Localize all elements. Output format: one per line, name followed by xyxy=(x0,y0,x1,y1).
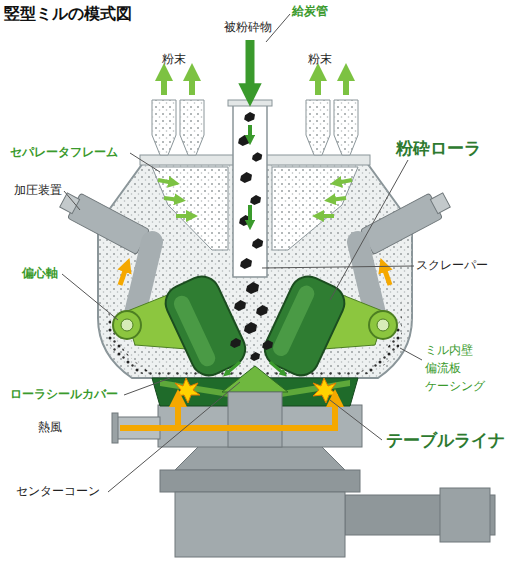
air-inlet xyxy=(112,413,118,443)
outlet-tube xyxy=(180,100,204,155)
separator-cone xyxy=(152,167,228,250)
outlet-tube xyxy=(152,100,176,155)
leader-line xyxy=(330,400,382,440)
eccentric-shaft xyxy=(377,319,389,331)
eccentric-shaft xyxy=(113,311,141,339)
spread-arrow xyxy=(226,362,240,374)
separator-cone xyxy=(272,167,358,250)
eccentric-shaft xyxy=(369,311,397,339)
part-label: 加圧装置 xyxy=(14,183,62,198)
outlet-powder xyxy=(180,100,204,155)
center-shaft xyxy=(228,392,282,447)
powder-arrow xyxy=(343,72,349,95)
pedestal xyxy=(175,445,345,470)
leader-lines xyxy=(62,14,422,492)
coal-piece xyxy=(230,338,241,348)
coal-piece xyxy=(240,258,252,269)
leader-line xyxy=(108,382,240,492)
coal-pieces xyxy=(230,112,273,361)
feed-arrow xyxy=(248,205,252,225)
leader-line xyxy=(64,191,80,210)
hot-air-arrow xyxy=(120,398,335,428)
coal-piece xyxy=(250,352,260,361)
part-label: 粉末 xyxy=(162,52,186,67)
separator-cone xyxy=(152,167,228,250)
coal-piece xyxy=(250,195,261,205)
roller-body xyxy=(259,271,350,382)
part-label: 熱風 xyxy=(38,420,62,435)
coal-piece xyxy=(234,300,246,311)
grinding-roller xyxy=(160,271,251,382)
outlet-powder xyxy=(152,100,176,155)
part-label: 給炭管 xyxy=(292,4,328,19)
part-label: テーブルライナ xyxy=(386,430,505,450)
part-label: セパレータフレーム xyxy=(10,145,118,160)
feed-arrow xyxy=(246,40,255,95)
separator-arrow xyxy=(336,180,352,183)
pressure-rod xyxy=(60,193,80,214)
outlet-tube xyxy=(306,100,330,155)
air-rise-arrow xyxy=(383,265,390,285)
outlet-tube xyxy=(334,100,358,155)
coal-piece xyxy=(244,112,255,122)
pressure-rod xyxy=(430,193,450,214)
leader-line xyxy=(400,348,422,360)
separator-arrow xyxy=(176,214,192,218)
grinding-roller xyxy=(259,271,350,382)
part-label: ケーシング xyxy=(425,379,485,394)
gearbox xyxy=(440,488,490,542)
separator-cone xyxy=(272,167,358,250)
feed-arrow xyxy=(248,125,252,140)
roller-highlight xyxy=(270,283,317,359)
powder-arrow xyxy=(315,72,321,95)
flow-arrows xyxy=(158,40,352,374)
outlet-powder xyxy=(306,100,330,155)
pressure-device xyxy=(57,188,150,255)
coal-piece xyxy=(252,152,262,161)
coal-piece xyxy=(256,305,268,316)
separator-arrow xyxy=(318,214,334,218)
coal-piece xyxy=(246,282,259,294)
coal-piece xyxy=(244,322,257,334)
separator-arrow xyxy=(158,180,174,183)
outlet-powder xyxy=(334,100,358,155)
part-label: 偏流板 xyxy=(425,361,461,376)
feed-pipe-flange xyxy=(228,100,272,106)
pressure-cylinder xyxy=(68,193,150,254)
feed-pipe xyxy=(233,105,267,277)
leader-line xyxy=(62,274,118,320)
leader-line xyxy=(130,153,160,172)
part-label: ローラシールカバー xyxy=(10,387,118,402)
leader-line xyxy=(330,160,408,300)
coal-piece xyxy=(252,238,263,248)
part-label: 粉末 xyxy=(308,52,332,67)
roller-highlight xyxy=(171,293,218,369)
diagram-title: 竪型ミルの模式図 xyxy=(4,4,132,25)
roller-body xyxy=(160,271,251,382)
pedestal xyxy=(160,470,360,492)
powder-arrow xyxy=(189,72,195,95)
powder-arrow xyxy=(161,72,167,95)
leader-line xyxy=(124,378,170,395)
air-rise-arrow xyxy=(120,265,127,285)
spread-arrow xyxy=(270,362,284,374)
part-label: 被粉砕物 xyxy=(224,20,272,35)
coal-piece xyxy=(262,340,273,350)
leader-line xyxy=(262,266,414,268)
part-label: 粉砕ローラ xyxy=(396,138,481,158)
part-label: ミル内壁 xyxy=(425,343,473,358)
separator-arrow xyxy=(164,198,180,200)
hot-air-arrow xyxy=(175,398,181,428)
pedestal xyxy=(175,492,345,557)
part-label: 偏心軸 xyxy=(22,266,58,281)
part-label: スクレーパー xyxy=(416,258,488,273)
separator-arrow xyxy=(330,198,346,200)
eccentric-shaft xyxy=(121,319,133,331)
part-label: センターコーン xyxy=(16,484,100,499)
coal-piece xyxy=(240,172,252,183)
